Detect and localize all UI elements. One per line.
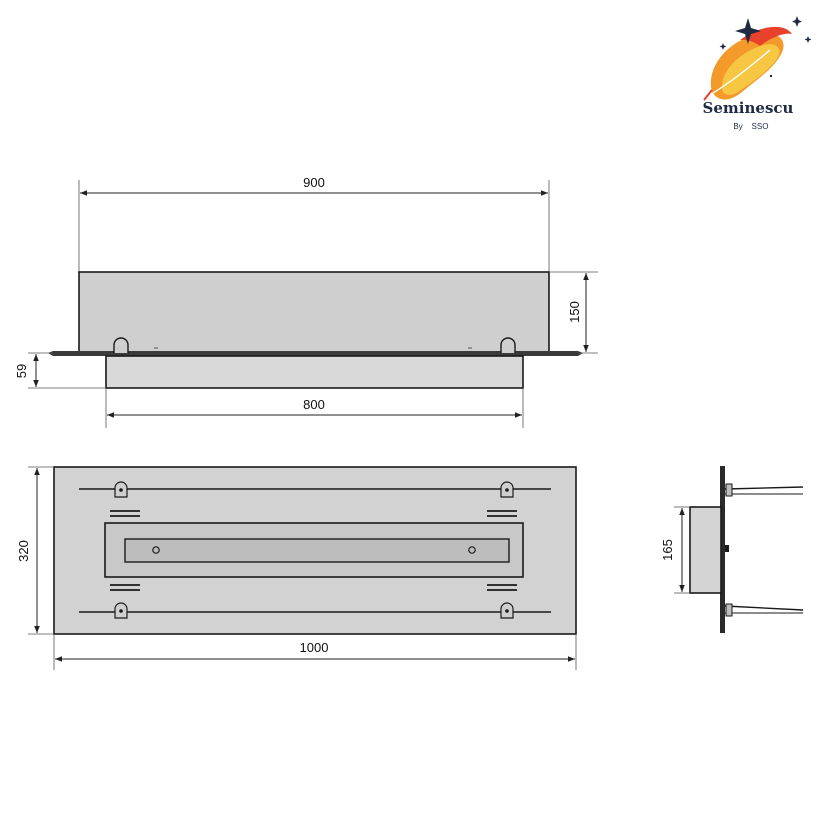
clip-bracket-bottom-right: [500, 602, 514, 619]
dim-label-150: 150: [567, 301, 582, 323]
star-icon: [735, 18, 761, 44]
side-flange: [720, 466, 725, 633]
top-view: 320 1000: [16, 466, 577, 670]
clip-bracket-top-right: [500, 481, 514, 498]
front-base: [105, 355, 524, 389]
dim-label-165: 165: [660, 539, 675, 561]
seminescu-logo: Seminescu By SSO: [703, 16, 812, 131]
dim-label-900: 900: [303, 175, 325, 190]
front-glass-panel: [78, 271, 550, 355]
clip-bracket-bottom-left: [114, 602, 128, 619]
burner-screw-left: [152, 546, 160, 554]
brand-name: Seminescu: [703, 99, 794, 117]
brand-tagline-mark: SSO: [752, 122, 769, 131]
front-flange: [53, 351, 578, 356]
burner-screw-right: [468, 546, 476, 554]
vent-slots: [110, 510, 517, 591]
dim-label-59: 59: [14, 364, 29, 378]
side-body: [689, 506, 722, 594]
flame-feather-icon: [703, 26, 792, 101]
dim-label-320: 320: [16, 540, 31, 562]
side-view: 165: [660, 466, 804, 633]
clip-left: [113, 337, 129, 353]
dim-label-1000: 1000: [300, 640, 329, 655]
clip-right: [500, 337, 516, 353]
front-view: 900 150 59 800: [14, 175, 598, 428]
burner-slot: [124, 538, 510, 563]
brand-tagline: By: [733, 122, 742, 131]
clip-bracket-top-left: [114, 481, 128, 498]
sparkle-icon: [719, 16, 812, 78]
dim-label-800: 800: [303, 397, 325, 412]
